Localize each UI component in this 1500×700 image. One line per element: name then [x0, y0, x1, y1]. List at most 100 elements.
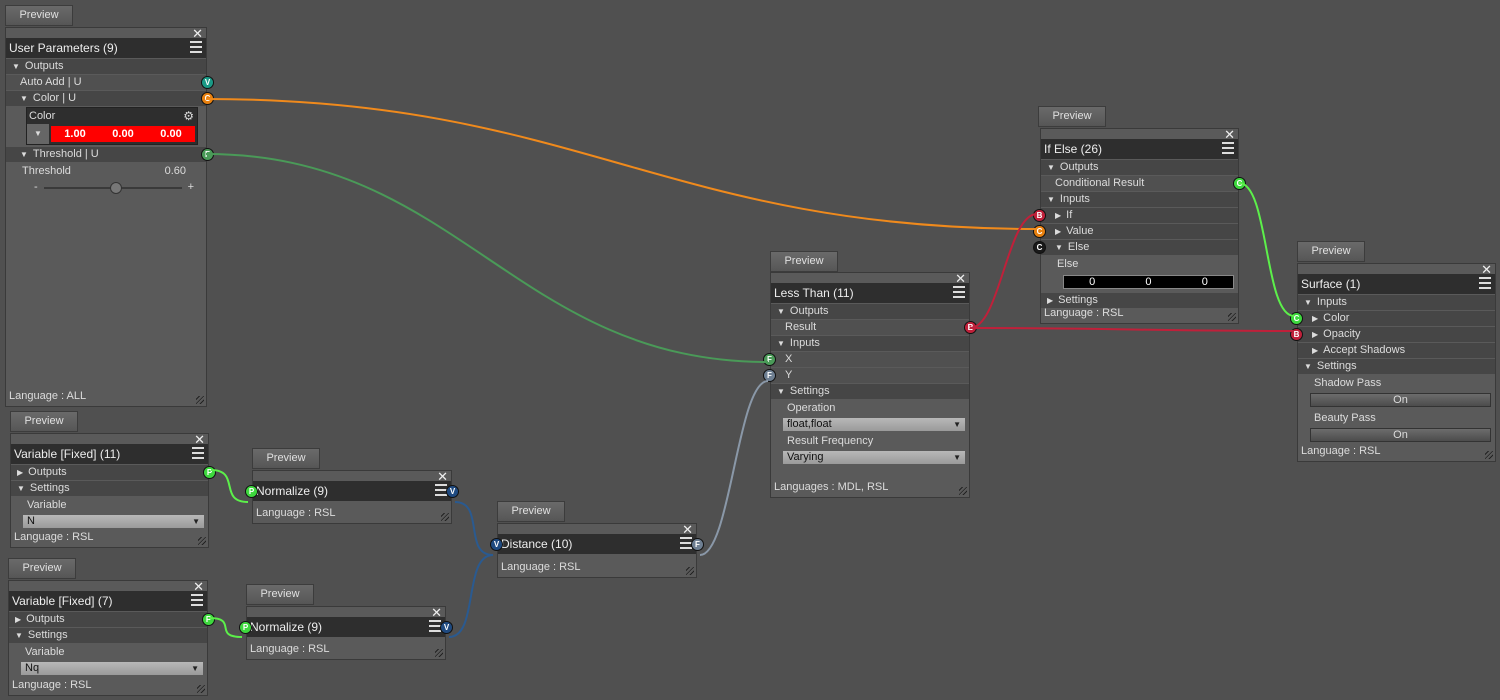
v-port-input[interactable]: V: [490, 538, 503, 551]
v-port-output[interactable]: V: [446, 485, 459, 498]
section-outputs[interactable]: ▼Outputs: [771, 304, 969, 319]
toggle-button[interactable]: On: [1310, 428, 1491, 442]
preview-button[interactable]: Preview: [10, 411, 78, 432]
collapsed-triangle-icon[interactable]: ▶: [17, 468, 24, 477]
dropdown-select[interactable]: float,float: [783, 418, 965, 431]
close-icon[interactable]: ✕: [192, 26, 203, 41]
p-port-input[interactable]: P: [239, 621, 252, 634]
section-outputs[interactable]: ▼Outputs: [6, 59, 206, 74]
preview-button[interactable]: Preview: [1297, 241, 1365, 262]
section-outputs[interactable]: ▼Outputs: [1041, 160, 1238, 175]
expanded-triangle-icon[interactable]: ▼: [17, 484, 25, 493]
close-icon[interactable]: ✕: [1224, 127, 1235, 142]
close-icon[interactable]: ✕: [194, 432, 205, 447]
orange-connection-wire[interactable]: [205, 98, 1038, 230]
p-port-output[interactable]: P: [203, 466, 216, 479]
expanded-triangle-icon[interactable]: ▼: [777, 307, 785, 316]
node-menu-icon[interactable]: [953, 286, 965, 298]
red-connection-wire[interactable]: [969, 213, 1038, 329]
section-settings[interactable]: ▶Settings: [1041, 293, 1238, 308]
node-menu-icon[interactable]: [1479, 277, 1491, 289]
preview-button[interactable]: Preview: [770, 251, 838, 272]
expanded-triangle-icon[interactable]: ▼: [1047, 195, 1055, 204]
section-settings[interactable]: ▼Settings: [11, 481, 208, 496]
node-menu-icon[interactable]: [1222, 142, 1234, 154]
node-menu-icon[interactable]: [429, 620, 441, 632]
f-port-output[interactable]: F: [201, 148, 214, 161]
collapsed-triangle-icon[interactable]: ▶: [1055, 227, 1062, 236]
expanded-triangle-icon[interactable]: ▼: [1304, 362, 1312, 371]
node-menu-icon[interactable]: [680, 537, 692, 549]
color-swatch-values[interactable]: 1.00 0.00 0.00: [51, 126, 195, 142]
b-port-input[interactable]: B: [1033, 209, 1046, 222]
color-value-field[interactable]: 0 0 0: [1063, 275, 1234, 289]
param-accept-shadows[interactable]: ▶Accept Shadows: [1298, 343, 1495, 358]
dropdown-select[interactable]: N: [23, 515, 204, 528]
node-menu-icon[interactable]: [435, 484, 447, 496]
else-value[interactable]: 0: [1089, 276, 1096, 288]
collapsed-triangle-icon[interactable]: ▶: [1312, 314, 1319, 323]
f-port-output[interactable]: F: [691, 538, 704, 551]
lime-connection-wire[interactable]: [1238, 182, 1295, 317]
node-menu-icon[interactable]: [191, 594, 203, 606]
expanded-triangle-icon[interactable]: ▼: [12, 62, 20, 71]
lime-connection-wire[interactable]: [210, 469, 249, 503]
close-icon[interactable]: ✕: [1481, 262, 1492, 277]
slider-knob[interactable]: [109, 182, 122, 194]
c-port-output[interactable]: C: [1233, 177, 1246, 190]
expanded-triangle-icon[interactable]: ▼: [15, 631, 23, 640]
b-port-input[interactable]: B: [1290, 328, 1303, 341]
blue-connection-wire[interactable]: [448, 554, 494, 638]
collapsed-triangle-icon[interactable]: ▶: [1055, 211, 1062, 220]
color-channel-value[interactable]: 0.00: [112, 128, 134, 140]
red-connection-wire[interactable]: [969, 327, 1295, 332]
f-port-input[interactable]: F: [763, 353, 776, 366]
preview-button[interactable]: Preview: [5, 5, 73, 26]
close-icon[interactable]: ✕: [682, 522, 693, 537]
preview-button[interactable]: Preview: [497, 501, 565, 522]
expanded-triangle-icon[interactable]: ▼: [1047, 163, 1055, 172]
else-value[interactable]: 0: [1201, 276, 1208, 288]
section-settings[interactable]: ▼Settings: [1298, 359, 1495, 374]
node-menu-icon[interactable]: [190, 41, 202, 53]
collapsed-triangle-icon[interactable]: ▶: [15, 615, 22, 624]
p-port-output[interactable]: P: [202, 613, 215, 626]
toggle-button[interactable]: On: [1310, 393, 1491, 407]
collapsed-triangle-icon[interactable]: ▶: [1312, 330, 1319, 339]
threshold-slider[interactable]: -+: [34, 181, 194, 195]
close-icon[interactable]: ✕: [193, 579, 204, 594]
else-value[interactable]: 0: [1145, 276, 1152, 288]
blue-connection-wire[interactable]: [454, 501, 494, 556]
slider-minus[interactable]: -: [34, 181, 38, 193]
preview-button[interactable]: Preview: [252, 448, 320, 469]
preview-button[interactable]: Preview: [246, 584, 314, 605]
section-inputs[interactable]: ▼Inputs: [771, 336, 969, 351]
close-icon[interactable]: ✕: [955, 271, 966, 286]
dropdown-select[interactable]: Nq: [21, 662, 203, 675]
collapsed-triangle-icon[interactable]: ▶: [1312, 346, 1319, 355]
color-channel-value[interactable]: 1.00: [64, 128, 86, 140]
color-channel-value[interactable]: 0.00: [160, 128, 182, 140]
c-port-input[interactable]: C: [1033, 241, 1046, 254]
section-inputs[interactable]: ▼Inputs: [1041, 192, 1238, 207]
expanded-triangle-icon[interactable]: ▼: [20, 94, 28, 103]
dropdown-select[interactable]: Varying: [783, 451, 965, 464]
green-connection-wire[interactable]: [205, 153, 769, 363]
expanded-triangle-icon[interactable]: ▼: [20, 150, 28, 159]
expanded-triangle-icon[interactable]: ▼: [777, 339, 785, 348]
slider-plus[interactable]: +: [187, 181, 194, 193]
